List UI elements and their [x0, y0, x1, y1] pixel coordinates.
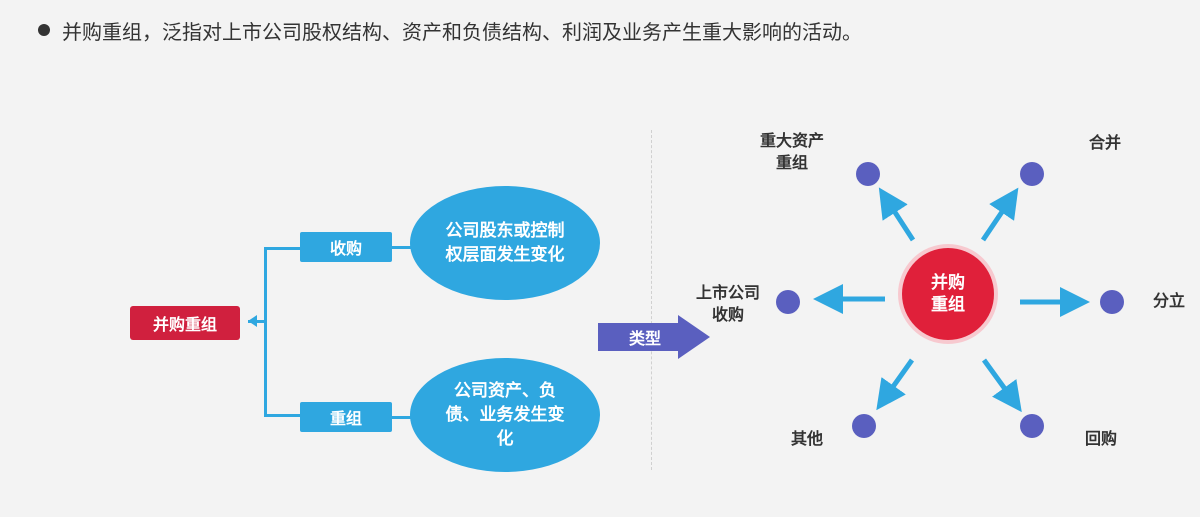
type-arrow-icon	[598, 315, 710, 359]
description-acquisition-text: 公司股东或控制权层面发生变化	[445, 221, 565, 265]
type-arrow-label: 类型	[610, 322, 680, 352]
node-label-other-text: 其他	[790, 429, 823, 448]
bracket-arrow-icon	[248, 315, 257, 327]
branch-acquisition: 收购	[300, 232, 392, 262]
node-label-buyback-text: 回购	[1084, 429, 1117, 448]
node-label-buyback: 回购	[1076, 428, 1126, 450]
description-ellipse-acquisition: 公司股东或控制权层面发生变化	[410, 186, 600, 300]
node-label-spinoff-text: 分立	[1152, 291, 1185, 310]
bullet-dot-icon	[38, 24, 50, 36]
node-dot-merger	[1020, 162, 1044, 186]
section-divider	[651, 130, 652, 470]
node-dot-listed-acquisition	[776, 290, 800, 314]
branch-bracket	[264, 247, 300, 417]
arrow-merger	[980, 187, 1019, 242]
node-label-listed-acquisition-text: 上市公司收购	[695, 283, 760, 324]
branch-restructuring-label: 重组	[329, 409, 362, 428]
node-dot-other	[852, 414, 876, 438]
node-dot-major-restructure	[856, 162, 880, 186]
root-node: 并购重组	[130, 306, 240, 340]
node-label-listed-acquisition: 上市公司收购	[694, 282, 762, 326]
node-label-major-restructure-text: 重大资产重组	[759, 131, 824, 172]
node-dot-spinoff	[1100, 290, 1124, 314]
description-restructuring-text: 公司资产、负债、业务发生变化	[445, 381, 565, 449]
arrow-other	[876, 358, 915, 411]
center-node-label: 并购重组	[931, 273, 965, 315]
arrow-buyback	[981, 358, 1022, 413]
branch-restructuring: 重组	[300, 402, 392, 432]
node-label-spinoff: 分立	[1144, 290, 1194, 312]
connector-line-bottom	[392, 416, 412, 419]
node-label-merger: 合并	[1080, 132, 1130, 154]
description-ellipse-restructuring: 公司资产、负债、业务发生变化	[410, 358, 600, 472]
node-dot-buyback	[1020, 414, 1044, 438]
type-arrow-text: 类型	[628, 329, 661, 348]
radial-arrows	[813, 187, 1090, 413]
node-label-major-restructure: 重大资产重组	[757, 130, 827, 174]
intro-text: 并购重组，泛指对上市公司股权结构、资产和负债结构、利润及业务产生重大影响的活动。	[62, 19, 862, 44]
branch-acquisition-label: 收购	[329, 239, 362, 258]
intro-bullet: 并购重组，泛指对上市公司股权结构、资产和负债结构、利润及业务产生重大影响的活动。	[38, 14, 862, 46]
root-node-label: 并购重组	[152, 315, 217, 334]
arrow-major-restructure	[878, 187, 916, 242]
connector-line-top	[392, 246, 412, 249]
node-label-other: 其他	[782, 428, 832, 450]
center-node: 并购重组	[902, 248, 994, 340]
node-label-merger-text: 合并	[1088, 133, 1121, 152]
